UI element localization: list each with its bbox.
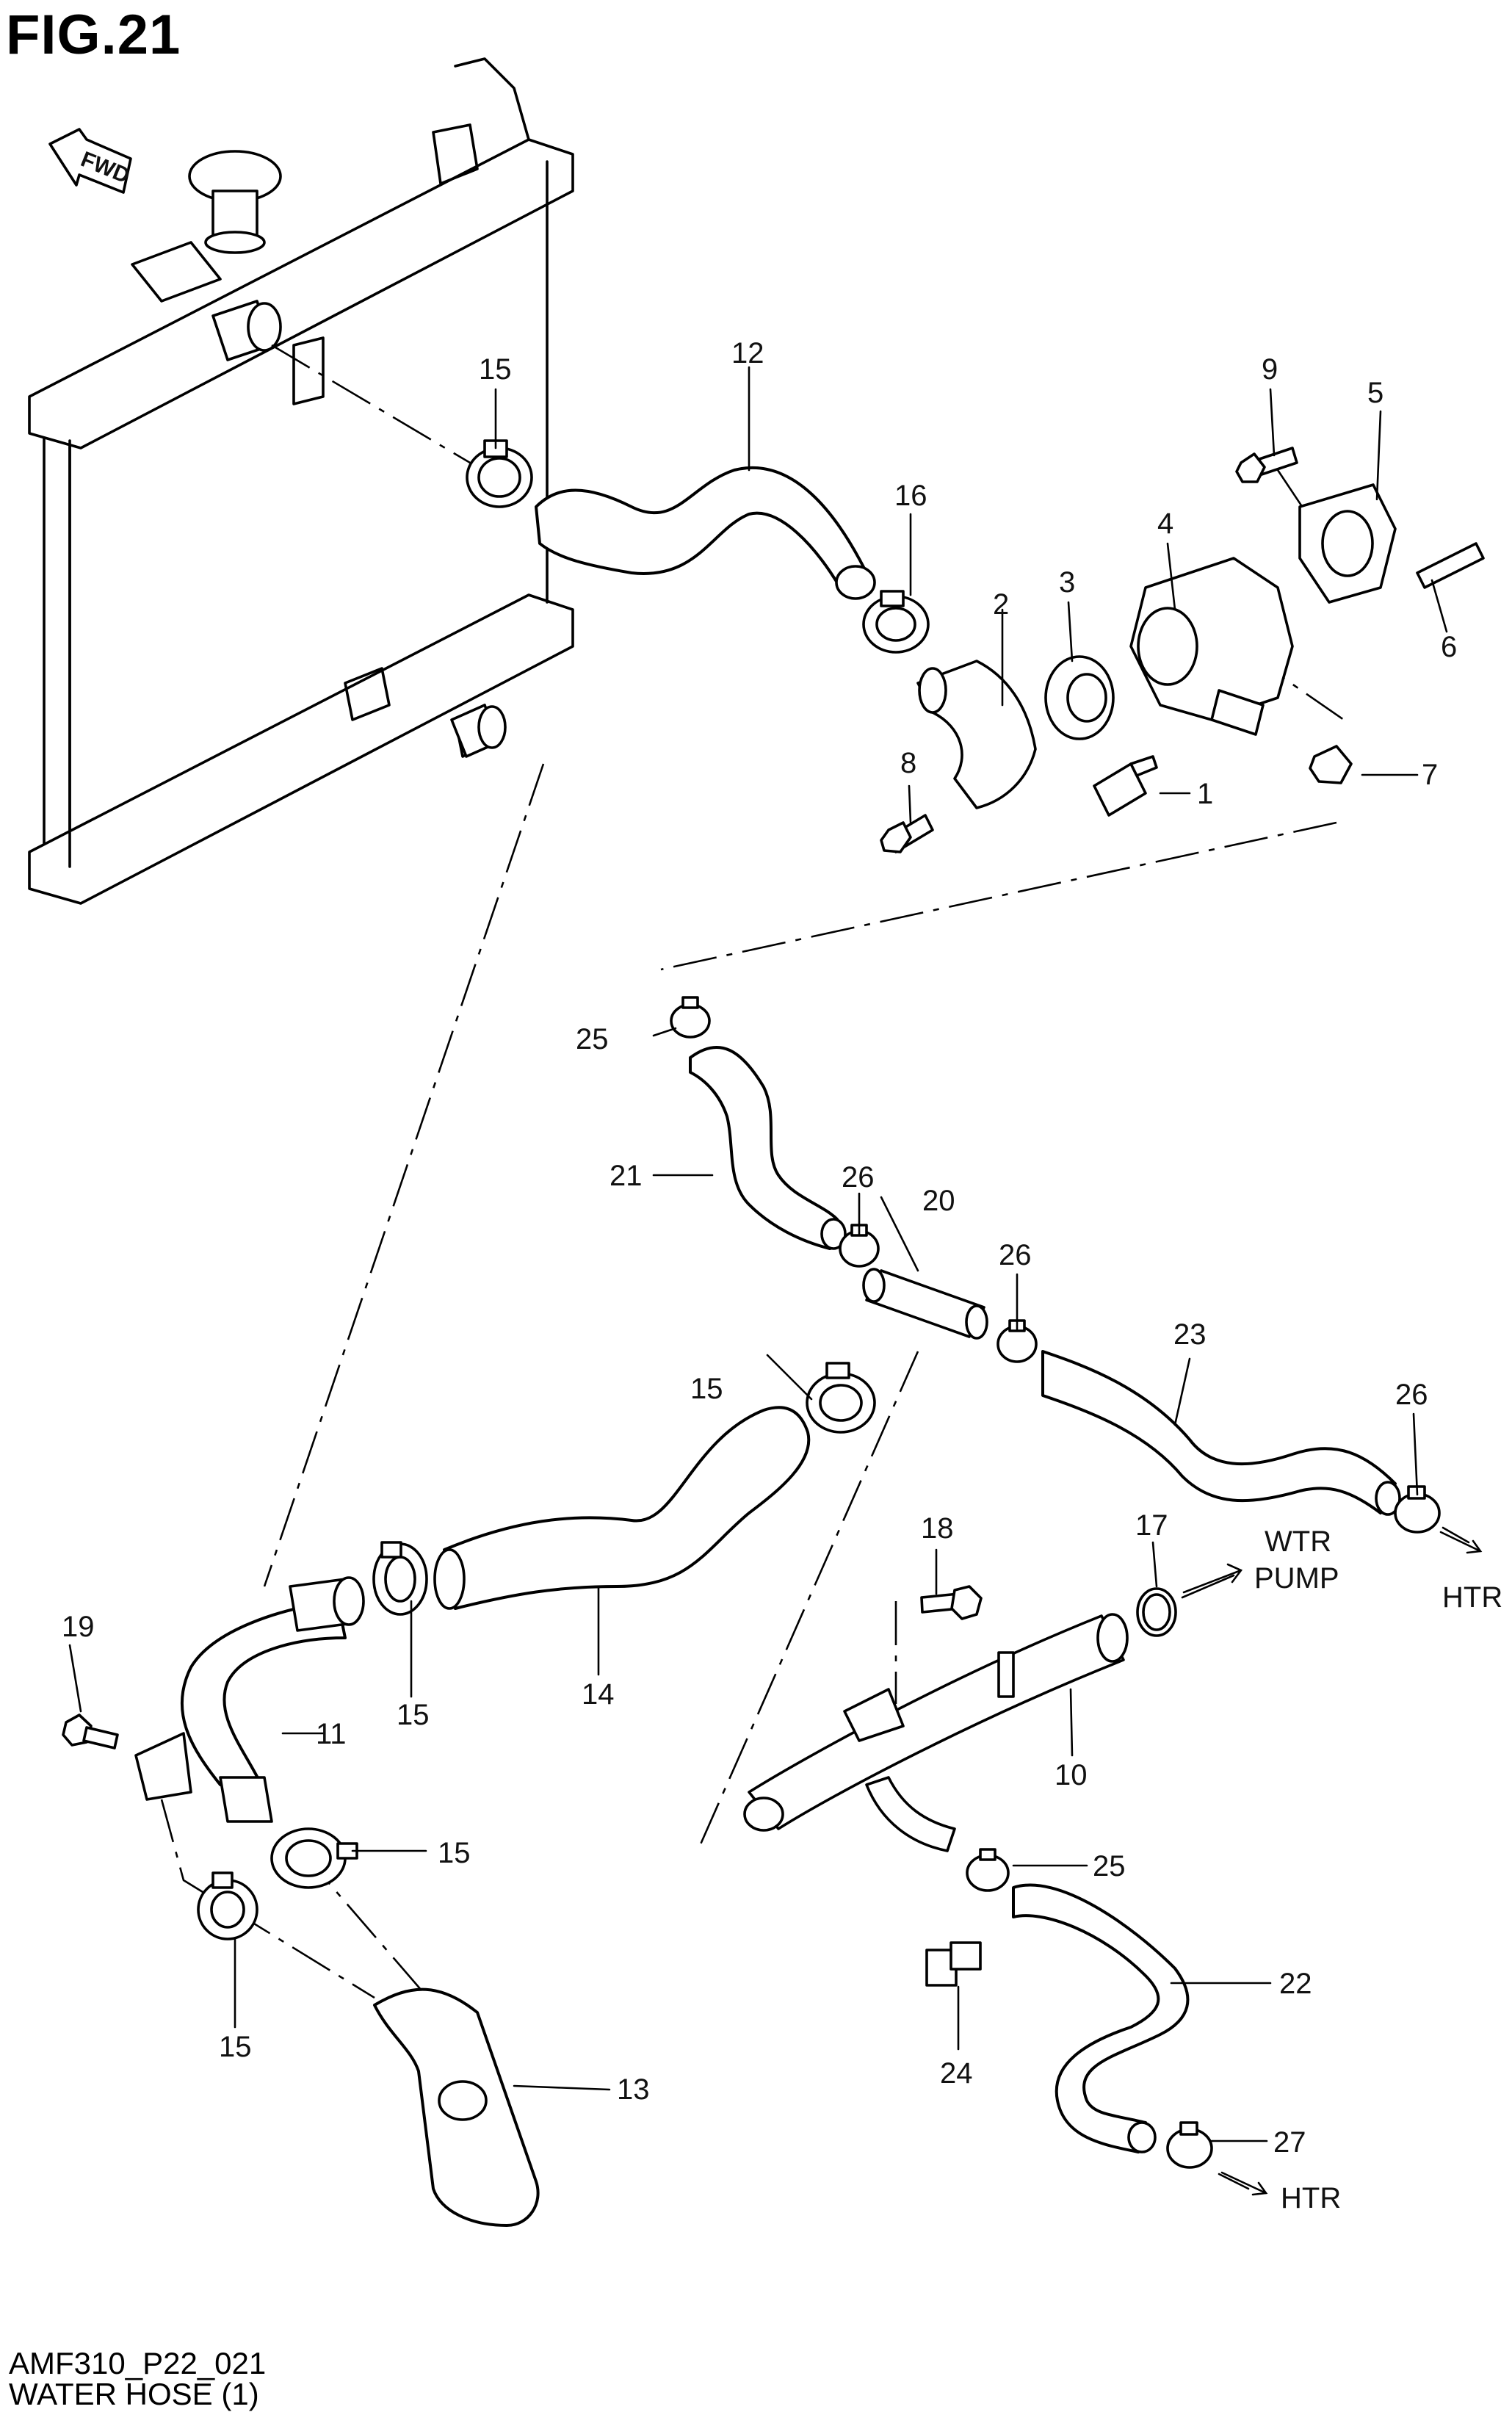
- clip-24: [925, 1941, 982, 1987]
- arrow-to-pump: [1182, 1563, 1243, 1594]
- clamp-27: [1166, 2121, 1213, 2169]
- centerline-lower: [263, 763, 545, 1587]
- wtr-label: WTR: [1265, 1525, 1331, 1558]
- clamp-15-lower: [270, 1827, 358, 1889]
- leader-lines: [68, 366, 1470, 2190]
- hose-22: [1012, 1883, 1190, 2153]
- callout-23: 23: [1173, 1318, 1207, 1351]
- callout-19: 19: [62, 1611, 95, 1643]
- htr-label-upper: HTR: [1442, 1581, 1502, 1614]
- hose-12: [535, 466, 868, 596]
- callout-15-bottom: 15: [219, 2031, 252, 2063]
- callout-17: 17: [1135, 1509, 1168, 1542]
- clamp-25-upper: [670, 996, 711, 1039]
- footer-code: AMF310_P22_021: [9, 2346, 267, 2380]
- pump-label: PUMP: [1254, 1562, 1339, 1595]
- fwd-arrow-icon: FWD: [48, 128, 133, 194]
- callout-3: 3: [1059, 566, 1075, 599]
- figure-title: FIG.21: [6, 4, 181, 66]
- radiator-lower-outlet: [450, 704, 507, 758]
- clamp-26-a: [839, 1224, 880, 1268]
- centerline-21: [660, 821, 1337, 971]
- arrow-to-htr-upper: [1439, 1531, 1483, 1554]
- clamp-25-lower: [966, 1848, 1010, 1892]
- gasket-5: [1298, 483, 1397, 604]
- centerline-10: [696, 1351, 919, 1852]
- callout-25-upper: 25: [576, 1023, 609, 1055]
- callout-26-a: 26: [842, 1161, 875, 1194]
- centerline-13: [160, 1799, 375, 1999]
- callout-7: 7: [1422, 759, 1438, 791]
- stud-6: [1416, 542, 1485, 589]
- radiator-cap: [188, 150, 282, 254]
- bolt-8: [880, 814, 934, 853]
- callout-21: 21: [609, 1160, 643, 1192]
- sensor-1: [1093, 755, 1158, 817]
- callout-20: 20: [922, 1185, 955, 1217]
- callout-15-lower: 15: [438, 1837, 471, 1869]
- callout-12: 12: [731, 337, 764, 369]
- callout-13: 13: [617, 2073, 650, 2106]
- callout-9: 9: [1262, 353, 1278, 386]
- callout-6: 6: [1441, 631, 1457, 663]
- radiator-upper-outlet: [211, 300, 282, 361]
- clamp-15-left: [372, 1541, 428, 1616]
- thermostat-3: [1044, 655, 1115, 740]
- pipe-10: [743, 1613, 1129, 1852]
- hose-23: [1041, 1350, 1397, 1514]
- callout-10: 10: [1055, 1759, 1088, 1791]
- callout-4: 4: [1157, 508, 1173, 540]
- callout-15-mid: 15: [690, 1373, 723, 1405]
- callout-1: 1: [1197, 778, 1213, 810]
- thermostat-housing-4: [1129, 557, 1294, 736]
- callout-18: 18: [921, 1512, 954, 1545]
- callout-26-c: 26: [1395, 1379, 1428, 1411]
- arrow-to-htr-lower: [1220, 2171, 1268, 2196]
- callout-24: 24: [940, 2057, 973, 2090]
- footer-caption: WATER HOSE (1): [9, 2377, 259, 2411]
- clamp-26-c: [1394, 1485, 1441, 1534]
- callout-27: 27: [1273, 2126, 1306, 2159]
- pipe-20: [862, 1268, 988, 1340]
- htr-label-lower: HTR: [1281, 2182, 1341, 2214]
- callout-2: 2: [993, 588, 1009, 621]
- callout-22: 22: [1279, 1968, 1312, 2000]
- callout-labels: 1 2 3 4 5 6 7 8 9 10 11 12 13 14 15 15 1…: [62, 337, 1457, 2159]
- thermostat-cap-2: [916, 660, 1037, 809]
- clamp-16: [862, 590, 930, 654]
- callout-16: 16: [894, 480, 927, 512]
- bolt-9: [1235, 447, 1298, 483]
- bolt-18: [920, 1585, 983, 1620]
- callout-25-lower: 25: [1093, 1850, 1126, 1882]
- callout-15-left: 15: [397, 1699, 430, 1731]
- callout-15-top: 15: [479, 353, 512, 386]
- callout-8: 8: [900, 747, 916, 779]
- centerline-upper: [271, 344, 471, 464]
- clamp-15-top: [466, 439, 533, 508]
- direction-labels: WTR PUMP HTR HTR: [1182, 1525, 1502, 2214]
- callout-11: 11: [316, 1718, 347, 1750]
- nut-7: [1309, 745, 1353, 784]
- pipe-11: [180, 1600, 347, 1794]
- hose-21: [689, 1045, 839, 1250]
- hose-14: [443, 1406, 811, 1610]
- clamp-15-bottom: [197, 1871, 258, 1940]
- bolt-19: [62, 1714, 119, 1750]
- o-ring-17: [1136, 1587, 1177, 1637]
- callout-26-b: 26: [999, 1239, 1032, 1271]
- callout-14: 14: [582, 1678, 615, 1711]
- callout-5: 5: [1367, 377, 1383, 409]
- clamp-15-mid: [806, 1362, 876, 1434]
